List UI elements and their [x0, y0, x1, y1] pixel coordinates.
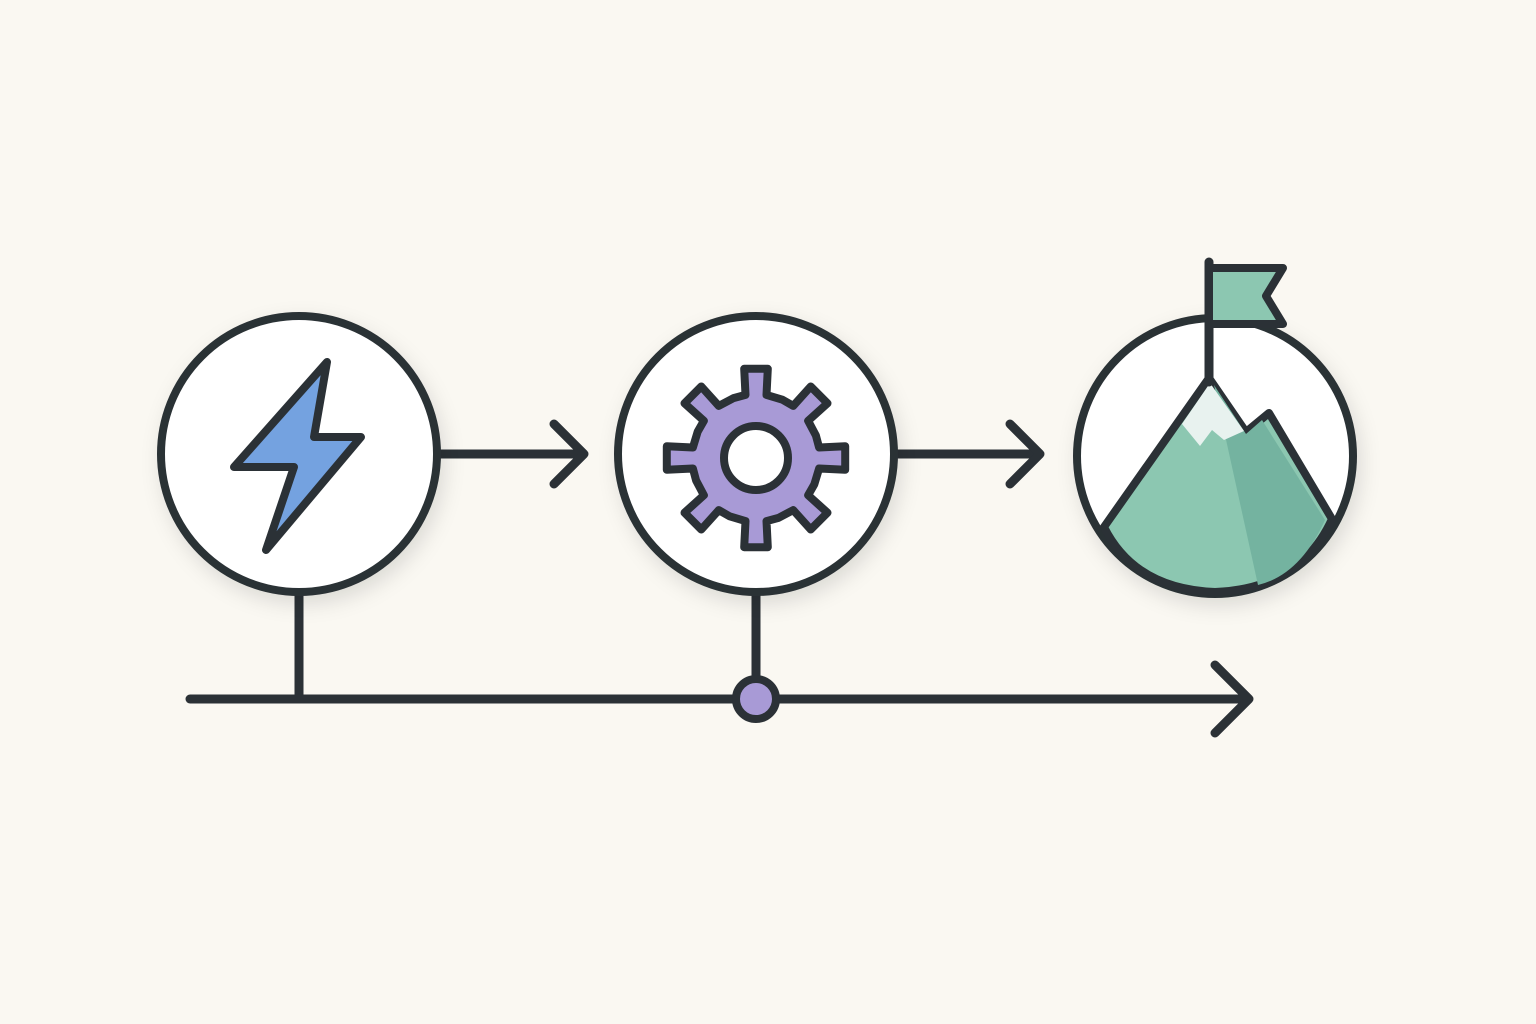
gear-hole	[720, 422, 792, 494]
arrowhead-1	[549, 419, 589, 489]
connector-process-to-goal	[891, 419, 1045, 489]
snow-cap-icon	[1182, 383, 1244, 446]
arrowhead-2	[1005, 419, 1045, 489]
stage-goal	[1073, 257, 1357, 598]
mountain-shade	[1214, 385, 1325, 585]
flag-icon	[1205, 264, 1287, 328]
lightning-bolt-icon	[230, 358, 365, 554]
timeline	[185, 587, 1254, 738]
connector-spark-to-process	[435, 419, 589, 489]
stage-spark	[157, 312, 441, 596]
timeline-marker	[732, 675, 780, 723]
timeline-arrowhead	[1210, 660, 1254, 738]
stage-process	[614, 312, 898, 596]
